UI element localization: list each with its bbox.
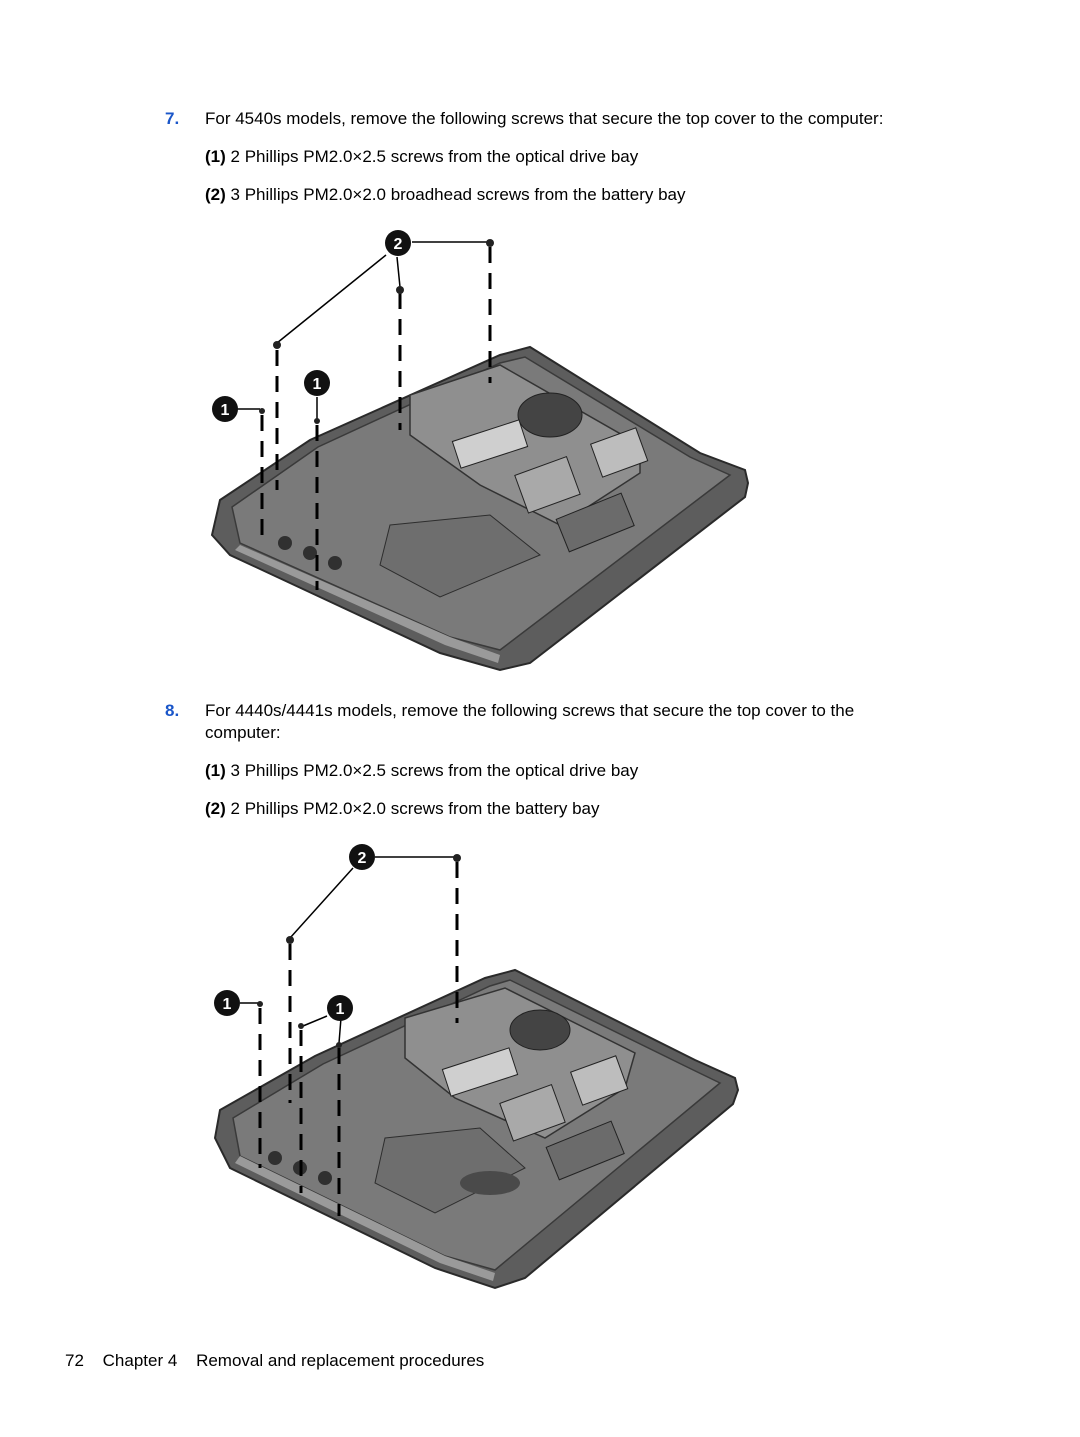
chapter-label: Chapter 4	[102, 1351, 178, 1370]
callout-1-right: 1	[327, 995, 353, 1021]
screw-heads	[257, 854, 461, 1048]
callout-1-left: 1	[214, 990, 240, 1016]
screw-indicator-lines	[260, 247, 492, 590]
callout-1-left: 1	[212, 396, 238, 422]
step-instruction: For 4540s models, remove the following s…	[205, 109, 884, 128]
page-number: 72	[65, 1351, 84, 1370]
step-number: 8.	[165, 701, 180, 720]
item-text: 3 Phillips PM2.0×2.0 broadhead screws fr…	[230, 185, 686, 204]
callout-number: 1	[336, 1001, 345, 1018]
screw-heads	[259, 239, 494, 424]
callout-number: 2	[358, 850, 367, 867]
callout-label: (2)	[205, 799, 226, 818]
step-8-item-2: (2) 2 Phillips PM2.0×2.0 screws from the…	[205, 798, 600, 820]
callout-2: 2	[349, 844, 375, 870]
callout-label: (1)	[205, 147, 226, 166]
item-text: 2 Phillips PM2.0×2.5 screws from the opt…	[230, 147, 639, 166]
laptop-bottom-figure-4540s: 1 1 2	[210, 230, 750, 672]
step-7-item-1: (1) 2 Phillips PM2.0×2.5 screws from the…	[205, 146, 638, 168]
callout-1-right: 1	[304, 370, 330, 396]
callout-2: 2	[385, 230, 411, 256]
item-text: 3 Phillips PM2.0×2.5 screws from the opt…	[230, 761, 639, 780]
callout-number: 1	[221, 402, 230, 419]
leader-lines	[240, 856, 457, 1044]
step-number: 7.	[165, 109, 180, 128]
callout-label: (2)	[205, 185, 226, 204]
step-8: 8. For 4440s/4441s models, remove the fo…	[165, 700, 935, 744]
step-instruction: For 4440s/4441s models, remove the follo…	[205, 701, 855, 742]
screw-indicator-lines	[258, 862, 459, 1216]
leader-lines	[237, 241, 490, 419]
laptop-bottom-figure-4440s: 1 1 2	[213, 844, 740, 1290]
step-7: 7. For 4540s models, remove the followin…	[165, 108, 935, 130]
callout-number: 2	[394, 236, 403, 253]
step-8-item-1: (1) 3 Phillips PM2.0×2.5 screws from the…	[205, 760, 638, 782]
laptop-base-illustration	[213, 968, 740, 1290]
item-text: 2 Phillips PM2.0×2.0 screws from the bat…	[230, 799, 600, 818]
callout-number: 1	[313, 376, 322, 393]
step-7-item-2: (2) 3 Phillips PM2.0×2.0 broadhead screw…	[205, 184, 686, 206]
laptop-base-illustration	[210, 345, 750, 672]
callout-label: (1)	[205, 761, 226, 780]
callout-number: 1	[223, 996, 232, 1013]
page-footer: 72 Chapter 4 Removal and replacement pro…	[65, 1350, 498, 1372]
chapter-title: Removal and replacement procedures	[196, 1351, 485, 1370]
